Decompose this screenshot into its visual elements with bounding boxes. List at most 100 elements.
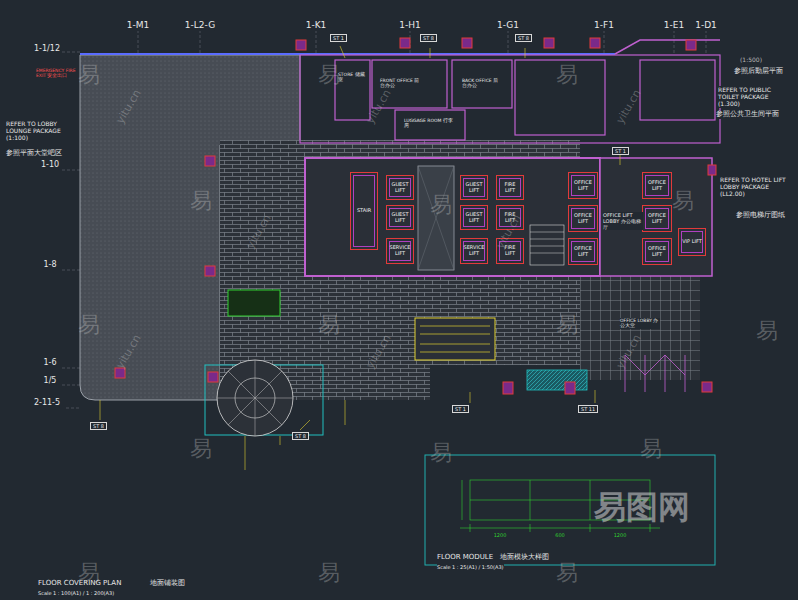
- plan-label: REFER TO LOBBY LOUNGE PACKAGE (1:100): [6, 120, 78, 142]
- watermark: yitu.cn: [614, 87, 644, 126]
- watermark: 易图网: [594, 488, 690, 526]
- plan-label: 600: [555, 532, 565, 538]
- callout-tag: ST 8: [515, 34, 532, 42]
- lift-box: GUEST LIFT: [460, 175, 488, 200]
- room-name: OFFICE LIFT: [572, 246, 594, 258]
- watermark: yitu.cn: [364, 332, 394, 371]
- watermark: yitu.cn: [114, 87, 144, 126]
- room-name: OFFICE LIFT: [572, 180, 594, 192]
- lift-box: GUEST LIFT: [386, 175, 414, 200]
- watermark: yitu.cn: [244, 212, 274, 251]
- watermark: 易: [430, 440, 452, 466]
- room-name: OFFICE LIFT: [572, 213, 594, 225]
- plan-label: OFFICE LIFT LOBBY 办公电梯厅: [603, 212, 643, 230]
- callout-tag: ST 1: [612, 147, 629, 155]
- plan-label: 1-G1: [497, 20, 519, 31]
- callout-tag: ST 1: [330, 34, 347, 42]
- plan-label: 1-D1: [695, 20, 717, 31]
- room-name: OFFICE LIFT: [646, 246, 668, 258]
- watermark: 易: [430, 192, 452, 218]
- lift-box: VIP LIFT: [678, 228, 706, 256]
- callout-tag: ST 1: [452, 405, 469, 413]
- watermark: yitu.cn: [614, 332, 644, 371]
- watermark: 易: [556, 62, 578, 88]
- plan-label: 1-M1: [127, 20, 149, 31]
- plan-label: 地面铺装图: [150, 579, 185, 587]
- plan-label: (1:500): [740, 56, 762, 63]
- plan-label: OFFICE LOBBY 办公大堂: [620, 318, 660, 329]
- lift-box: SERVICE LIFT: [460, 238, 488, 264]
- watermark: 易: [556, 560, 578, 586]
- plan-label: EMERGENCY FIRE EXIT 安全出口: [36, 68, 78, 79]
- plan-label: Scale 1 : 100(A1) / 1 : 200(A3): [38, 590, 114, 596]
- plan-label: 1-E1: [664, 20, 684, 31]
- plan-label: REFER TO PUBLIC TOILET PACKAGE (1.300): [718, 86, 792, 108]
- plan-label: 1200: [614, 532, 627, 538]
- plan-label: LUGGAGE ROOM 行李房: [404, 118, 454, 129]
- watermark: 易: [78, 62, 100, 88]
- plan-label: REFER TO HOTEL LIFT LOBBY PACKAGE (LL2.0…: [720, 176, 792, 198]
- watermark: 易: [78, 312, 100, 338]
- lift-box: OFFICE LIFT: [642, 172, 672, 199]
- plan-label: 参照电梯厅图纸: [736, 212, 785, 220]
- watermark: 易: [190, 188, 212, 214]
- plan-label: BACK OFFICE 后台办公: [462, 78, 502, 89]
- watermark: 易: [672, 188, 694, 214]
- room-name: OFFICE LIFT: [646, 213, 668, 225]
- lift-box: GUEST LIFT: [460, 205, 488, 230]
- room-name: GUEST LIFT: [390, 212, 410, 224]
- plan-label: 2-11-5: [34, 398, 60, 408]
- plan-label: 地面模块大样图: [500, 553, 549, 561]
- plan-label: Scale 1 : 25(A1) / 1:50(A3): [437, 564, 504, 570]
- room-name: STAIR: [357, 208, 371, 214]
- room-name: VIP LIFT: [682, 239, 702, 245]
- lift-box: OFFICE LIFT: [568, 172, 598, 199]
- plan-label: 1-10: [41, 160, 59, 170]
- watermark: 易: [318, 312, 340, 338]
- lift-box: FIRE LIFT: [496, 175, 524, 200]
- room-name: GUEST LIFT: [390, 182, 410, 194]
- watermark: 易: [556, 312, 578, 338]
- plan-label: 1-F1: [594, 20, 614, 31]
- plan-label: FRONT OFFICE 前台办公: [380, 78, 420, 89]
- room-name: GUEST LIFT: [464, 182, 484, 194]
- stair-box: STAIR: [350, 172, 378, 250]
- plan-label: 1-L2-G: [185, 20, 215, 31]
- watermark: 易: [756, 318, 778, 344]
- lift-box: OFFICE LIFT: [642, 205, 672, 232]
- plan-label: 1-H1: [399, 20, 420, 31]
- lift-box: SERVICE LIFT: [386, 238, 414, 264]
- plan-label: 1/5: [44, 376, 57, 386]
- plan-label: 参照平面大堂吧区: [6, 150, 62, 158]
- watermark: 易: [318, 560, 340, 586]
- room-name: OFFICE LIFT: [646, 180, 668, 192]
- callout-tag: ST 8: [292, 432, 309, 440]
- plan-label: 参照公共卫生间平面: [716, 111, 779, 119]
- plan-label: 参照后勤层平面: [734, 68, 783, 76]
- room-name: GUEST LIFT: [464, 212, 484, 224]
- lift-box: OFFICE LIFT: [642, 238, 672, 265]
- lift-box: GUEST LIFT: [386, 205, 414, 230]
- plan-label: STORE 储藏室: [338, 72, 368, 83]
- watermark: yitu.cn: [114, 332, 144, 371]
- lift-box: OFFICE LIFT: [568, 205, 598, 232]
- lift-box: OFFICE LIFT: [568, 238, 598, 265]
- watermark: 易: [190, 436, 212, 462]
- plan-label: 1-K1: [306, 20, 327, 31]
- callout-tag: ST 11: [578, 405, 598, 413]
- watermark: yitu.cn: [364, 87, 394, 126]
- plan-label: 1200: [494, 532, 507, 538]
- watermark: 易: [78, 560, 100, 586]
- room-name: FIRE LIFT: [500, 182, 520, 194]
- callout-tag: ST 8: [420, 34, 437, 42]
- callout-tag: ST 8: [90, 422, 107, 430]
- plan-label: 1-8: [43, 260, 56, 270]
- room-name: SERVICE LIFT: [389, 245, 410, 257]
- plan-label: 1-1/12: [34, 44, 60, 54]
- room-name: SERVICE LIFT: [463, 245, 484, 257]
- plan-label: FLOOR MODULE: [437, 553, 493, 561]
- plan-label: 1-6: [43, 358, 56, 368]
- watermark: 易: [318, 62, 340, 88]
- watermark: 易: [640, 436, 662, 462]
